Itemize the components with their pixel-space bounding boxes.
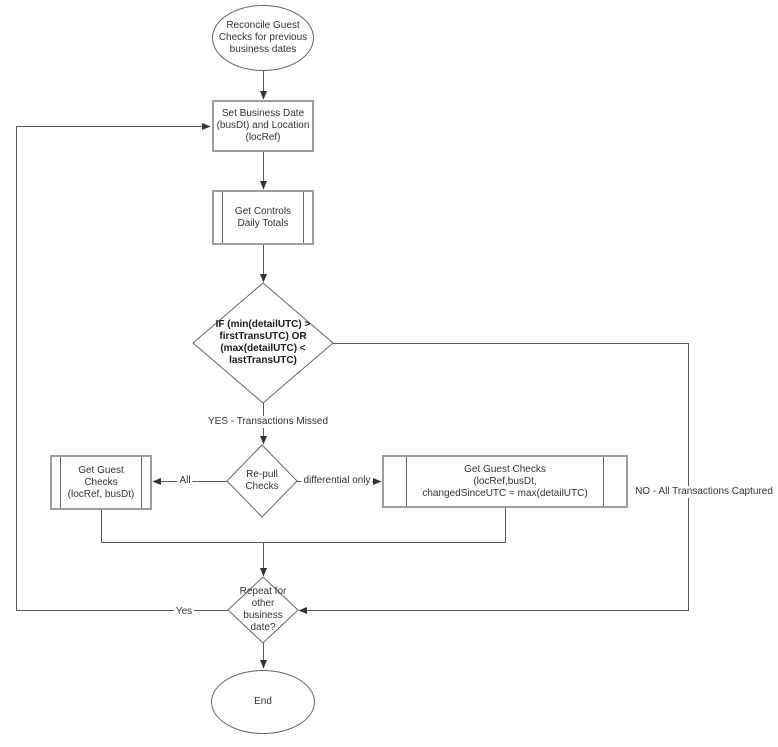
set-business-date-label: Set Business Date (busDt) and Location (… xyxy=(216,108,310,143)
end-terminator: End xyxy=(211,670,315,734)
decision-repull-label: Re-pull Checks xyxy=(245,469,279,492)
decision-repeat-label: Repeat for other business date? xyxy=(239,586,287,633)
decision-if-transutc-shape xyxy=(192,282,334,404)
edge-label-all: All xyxy=(177,475,193,487)
inner-line-right xyxy=(141,457,142,508)
predefined-get-controls: Get Controls Daily Totals xyxy=(212,190,314,245)
connector-right-merge xyxy=(263,508,506,543)
start-terminator: Reconcile Guest Checks for previous busi… xyxy=(212,5,314,71)
get-controls-label: Get Controls Daily Totals xyxy=(234,205,292,229)
process-set-business-date: Set Business Date (busDt) and Location (… xyxy=(212,100,314,152)
get-guest-checks-all-label: Get Guest Checks (locRef, busDt) xyxy=(67,464,135,500)
edge-label-yes-missed: YES - Transactions Missed xyxy=(206,416,331,428)
edge-label-differential: differential only xyxy=(301,475,373,487)
inner-line-left xyxy=(406,457,407,506)
connector-if-no-to-repeat xyxy=(298,343,689,614)
inner-line-left xyxy=(60,457,61,508)
connector-left-merge xyxy=(101,510,264,543)
inner-line-right xyxy=(303,192,304,243)
decision-repull-shape xyxy=(226,444,298,518)
predefined-get-guest-checks-diff: Get Guest Checks (locRef,busDt, changedS… xyxy=(382,455,628,508)
get-guest-checks-diff-label: Get Guest Checks (locRef,busDt, changedS… xyxy=(422,463,588,499)
decision-if-transutc-label: IF (min(detailUTC) > firstTransUTC) OR (… xyxy=(215,319,311,366)
inner-line-left xyxy=(222,192,223,243)
decision-repeat-shape xyxy=(227,576,299,644)
edge-label-yes-repeat: Yes xyxy=(173,606,195,618)
inner-line-right xyxy=(603,457,604,506)
connector-repeat-yes-loop xyxy=(16,123,228,611)
start-label: Reconcile Guest Checks for previous busi… xyxy=(218,20,308,55)
edge-label-no-captured: NO - All Transactions Captured xyxy=(633,486,775,498)
end-label: End xyxy=(254,696,272,707)
predefined-get-guest-checks-all: Get Guest Checks (locRef, busDt) xyxy=(50,455,152,510)
